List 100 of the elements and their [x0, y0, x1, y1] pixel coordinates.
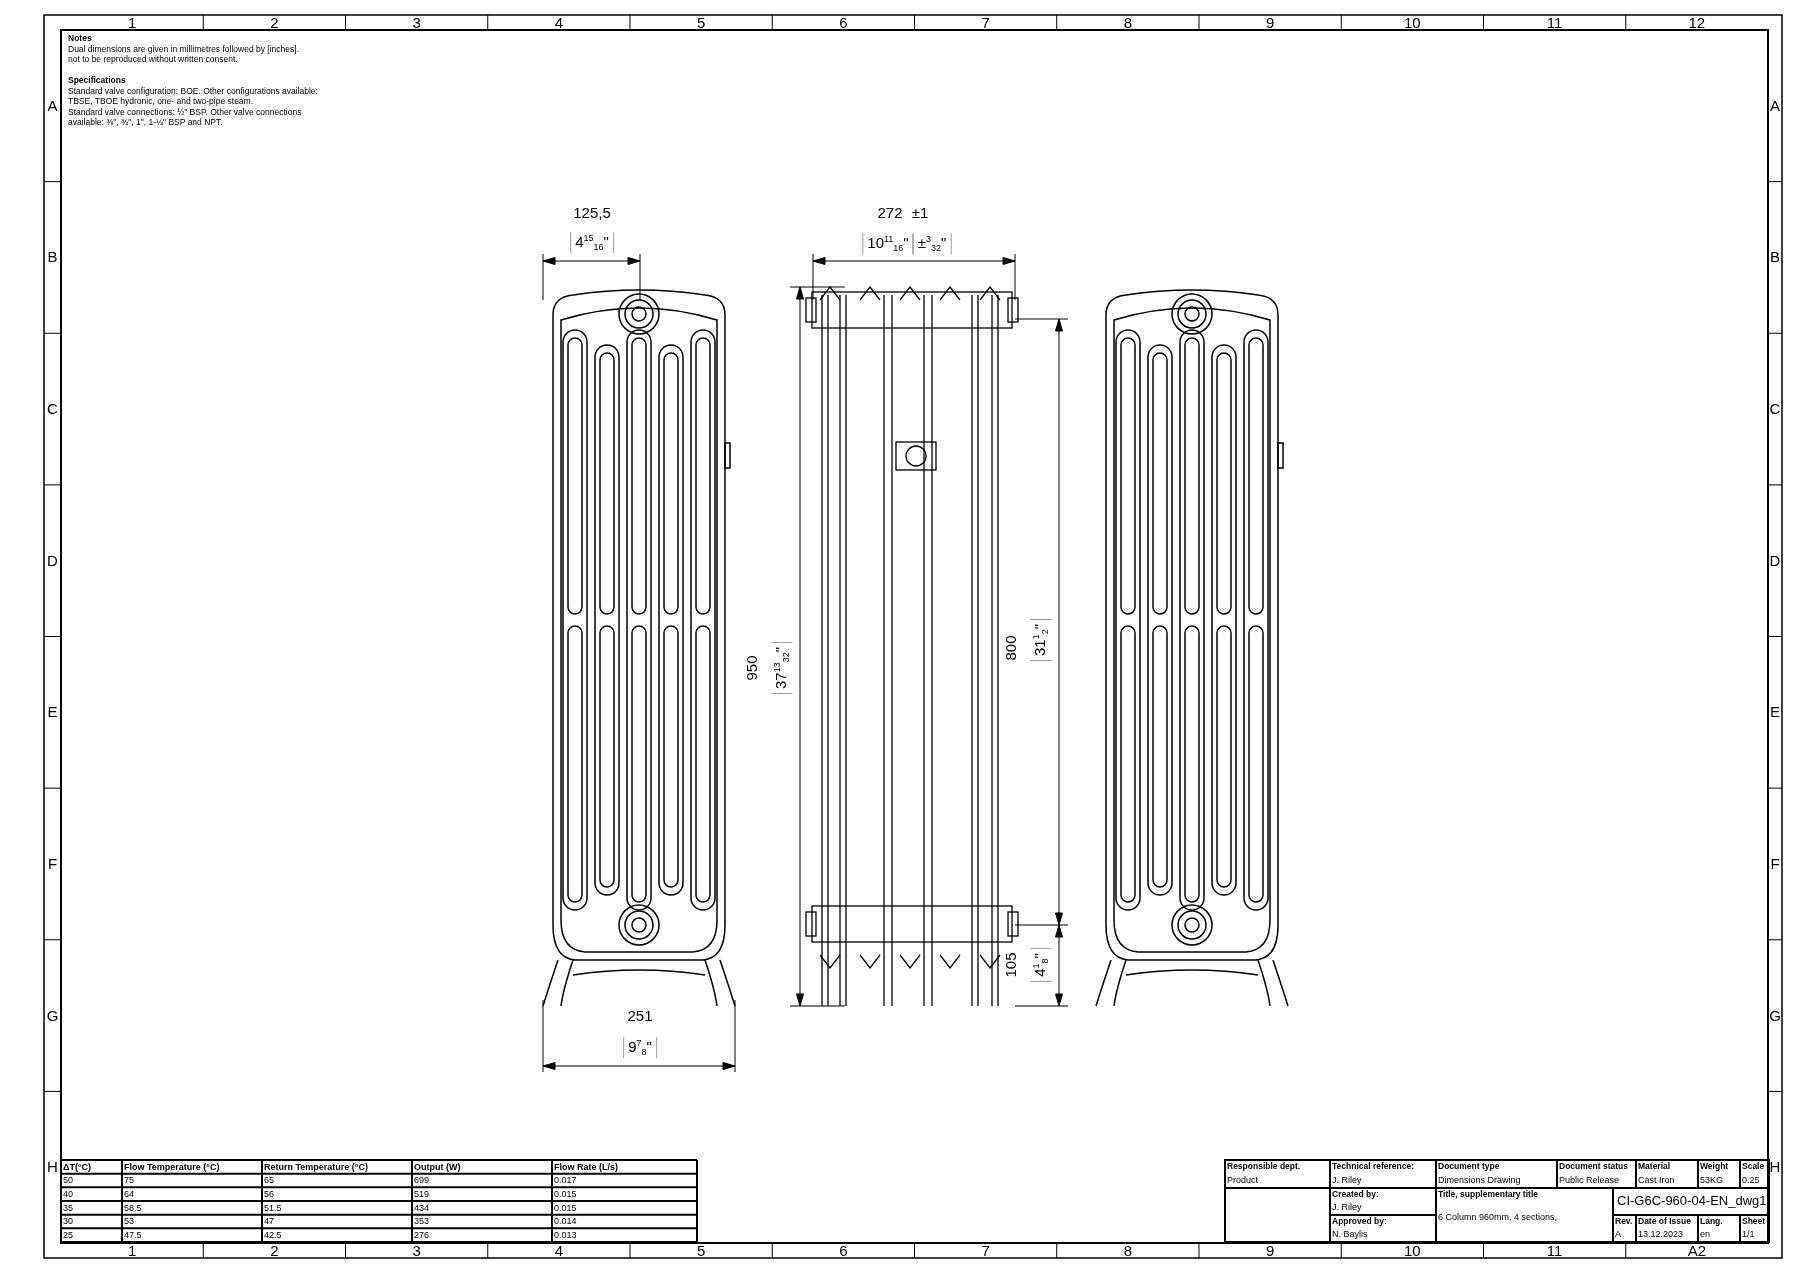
- field-value: 1/1: [1742, 1229, 1755, 1240]
- table-cell: 699: [414, 1175, 430, 1186]
- zone-number: 8: [1123, 1241, 1133, 1260]
- table-cell: 65: [264, 1175, 274, 1186]
- sheet-size: A2: [1687, 1241, 1707, 1260]
- document-number: CI-G6C-960-04-EN_dwg1: [1617, 1194, 1767, 1209]
- field-label: Responsible dept.: [1227, 1162, 1301, 1172]
- table-cell: 64: [124, 1188, 134, 1200]
- field-value: J. Riley: [1332, 1202, 1362, 1213]
- field-value: 53KG: [1700, 1175, 1723, 1186]
- table-cell: 47.5: [124, 1229, 142, 1241]
- field-label: Document status: [1559, 1162, 1628, 1172]
- table-cell: 25: [63, 1229, 73, 1241]
- field-value: Cast Iron: [1638, 1175, 1675, 1186]
- zone-letter: A: [1770, 97, 1780, 115]
- zone-number: 6: [839, 13, 848, 32]
- zone-letter: A: [47, 97, 58, 115]
- zone-number: 2: [270, 1241, 279, 1260]
- zone-letter: B: [47, 248, 58, 267]
- dimension-value: 272: [877, 204, 903, 222]
- zone-letter: G: [46, 1006, 59, 1025]
- table-cell: 30: [63, 1216, 73, 1227]
- zone-number: 9: [1265, 13, 1275, 32]
- zone-letter: E: [1770, 703, 1780, 721]
- table-cell: 0.015: [554, 1202, 577, 1213]
- table-cell: 519: [414, 1188, 430, 1200]
- field-value: Public Release: [1559, 1175, 1620, 1186]
- field-value: N. Baylis: [1332, 1229, 1368, 1240]
- zone-letter: F: [47, 855, 58, 873]
- zone-number: 1: [127, 13, 137, 32]
- dimension-value: 125,5: [573, 204, 611, 222]
- zone-number: 11: [1546, 13, 1563, 32]
- table-cell: 35: [63, 1202, 73, 1213]
- table-cell: 276: [414, 1229, 430, 1241]
- table-header: ΔT(°C): [63, 1161, 92, 1172]
- dimension-tolerance: ±1: [911, 204, 929, 222]
- table-cell: 56: [264, 1188, 274, 1200]
- zone-number: 10: [1404, 1241, 1421, 1260]
- field-label: Sheet: [1742, 1217, 1766, 1227]
- field-value: A: [1615, 1229, 1621, 1240]
- dimension-value: 950: [743, 655, 761, 681]
- table-cell: 75: [124, 1175, 134, 1186]
- zone-number: 9: [1265, 1241, 1275, 1260]
- table-cell: 58.5: [124, 1202, 142, 1213]
- table-cell: 353: [414, 1216, 430, 1227]
- field-value: en: [1700, 1229, 1710, 1240]
- zone-letter: C: [1769, 400, 1781, 418]
- zone-number: 1: [127, 1241, 137, 1260]
- specification-text: Standard valve connections: ½" BSP. Other valve connections available: ⅜", ¾", 1", 1-¼" BSP and NPT.: [68, 108, 303, 128]
- zone-letter: D: [47, 552, 58, 570]
- zone-letter: D: [1769, 552, 1781, 570]
- table-cell: 42.5: [264, 1229, 282, 1241]
- zone-number: 2: [270, 13, 279, 32]
- dimension-value: 10$^{11}$$_{16}$": [862, 233, 914, 255]
- dimension-value: 800: [1002, 635, 1020, 661]
- dimension-value: 9$^{7}$$_{8}$": [623, 1037, 657, 1059]
- field-value: Dimensions Drawing: [1438, 1175, 1521, 1186]
- zone-number: 10: [1404, 13, 1421, 32]
- zone-letter: E: [47, 703, 58, 721]
- dimension-tolerance: ±$^{3}$$_{32}$": [912, 233, 952, 255]
- zone-number: 11: [1546, 1241, 1563, 1260]
- table-header: Flow Rate (L/s): [554, 1161, 618, 1172]
- field-label: Scale: [1742, 1162, 1765, 1172]
- table-cell: 0.013: [554, 1229, 577, 1241]
- field-label: Technical reference:: [1332, 1162, 1415, 1172]
- notes-heading: Notes: [68, 34, 92, 44]
- zone-number: 4: [554, 1241, 564, 1260]
- zone-letter: G: [1769, 1006, 1781, 1025]
- zone-number: 5: [696, 1241, 706, 1260]
- table-cell: 40: [63, 1188, 73, 1200]
- zone-letter: F: [1770, 855, 1780, 873]
- zone-number: 4: [554, 13, 564, 32]
- field-label: Title, supplementary title: [1438, 1190, 1538, 1200]
- zone-number: 12: [1688, 13, 1706, 32]
- field-value: 6 Column 960mm, 4 sections,: [1438, 1212, 1558, 1223]
- zone-number: 3: [412, 1241, 421, 1260]
- table-cell: 51.5: [264, 1202, 282, 1213]
- zone-number: 7: [981, 13, 990, 32]
- dimension-value: 251: [627, 1007, 653, 1025]
- field-value: J. Riley: [1332, 1175, 1362, 1186]
- table-header: Flow Temperature (°C): [124, 1161, 220, 1172]
- zone-letter: H: [1769, 1158, 1781, 1176]
- field-label: Document type: [1438, 1162, 1500, 1172]
- note-text: Dual dimensions are given in millimetres followed by [inches].: [68, 45, 301, 55]
- field-label: Material: [1638, 1162, 1671, 1172]
- zone-letter: H: [47, 1158, 58, 1176]
- zone-letter: C: [47, 400, 58, 418]
- table-cell: 0.017: [554, 1175, 577, 1186]
- table-header: Return Temperature (°C): [264, 1161, 368, 1172]
- table-cell: 0.014: [554, 1216, 577, 1227]
- zone-number: 5: [696, 13, 706, 32]
- zone-letter: B: [1770, 248, 1780, 267]
- zone-number: 7: [981, 1241, 990, 1260]
- zone-number: 8: [1123, 13, 1133, 32]
- field-label: Date of Issue: [1638, 1217, 1691, 1227]
- dimension-value: 105: [1002, 952, 1020, 978]
- field-label: Approved by:: [1332, 1217, 1387, 1227]
- table-cell: 53: [124, 1216, 134, 1227]
- field-label: Lang.: [1700, 1217, 1723, 1227]
- table-header: Output (W): [414, 1161, 461, 1172]
